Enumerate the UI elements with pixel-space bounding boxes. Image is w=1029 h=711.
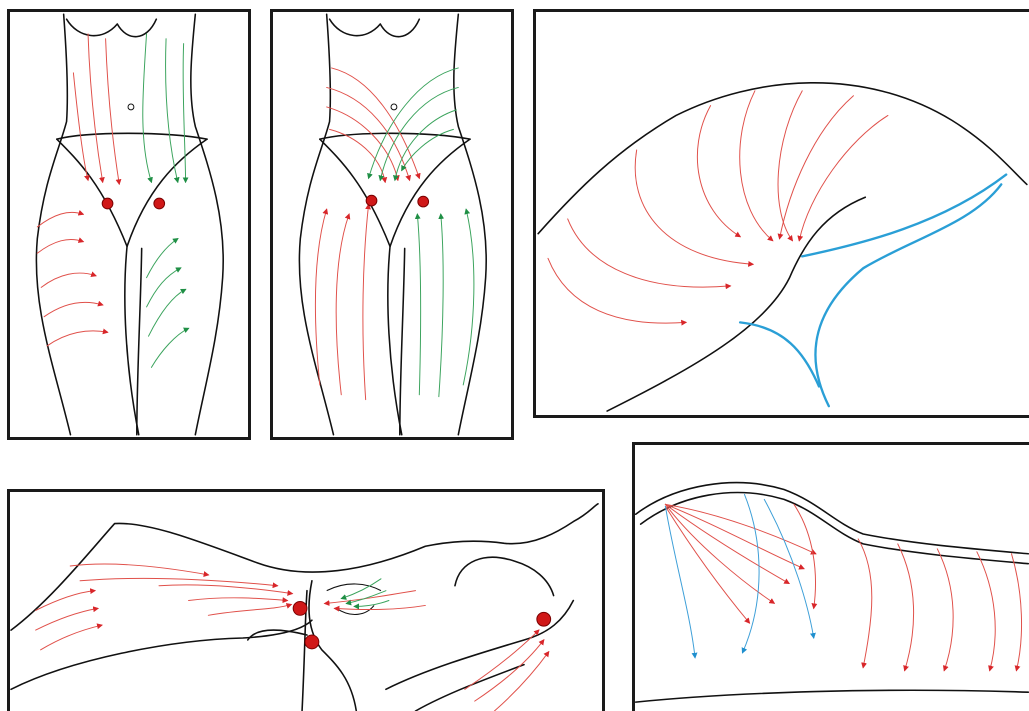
groin-closeup-diagram: [536, 12, 1029, 415]
superficial-flow-arrows: [315, 68, 419, 400]
deep-flow-arrows: [143, 34, 189, 368]
front-view-1-diagram: [10, 12, 248, 437]
lymph-node-groin: [293, 602, 307, 616]
lymph-node-left: [366, 195, 377, 206]
lymph-node-popliteal: [305, 635, 319, 649]
lymph-node-right: [154, 198, 165, 209]
thigh-closeup-diagram: [635, 445, 1029, 711]
body-outline: [538, 83, 1027, 411]
reclining-side-diagram: [10, 492, 602, 711]
front-view-2-diagram: [273, 12, 511, 437]
alt-flow-arrows: [665, 494, 813, 657]
panel-groin-closeup: [533, 9, 1029, 418]
panel-front-view-1: [7, 9, 251, 440]
panel-thigh-closeup: [632, 442, 1029, 711]
lymph-flow-arrows: [548, 91, 888, 323]
lymph-node-right: [418, 196, 429, 207]
deep-flow-arrows: [342, 579, 389, 607]
lymph-flow-arrows: [665, 504, 1021, 670]
superficial-flow-arrows: [37, 34, 119, 346]
panel-front-view-2: [270, 9, 514, 440]
lymph-node-axillary: [537, 612, 551, 626]
panel-reclining-side-view: [7, 489, 605, 711]
body-outline: [636, 483, 1029, 702]
lymph-node-left: [102, 198, 113, 209]
body-outline: [299, 14, 486, 434]
body-outline: [36, 14, 223, 434]
lymph-flow-arrows: [36, 564, 549, 711]
